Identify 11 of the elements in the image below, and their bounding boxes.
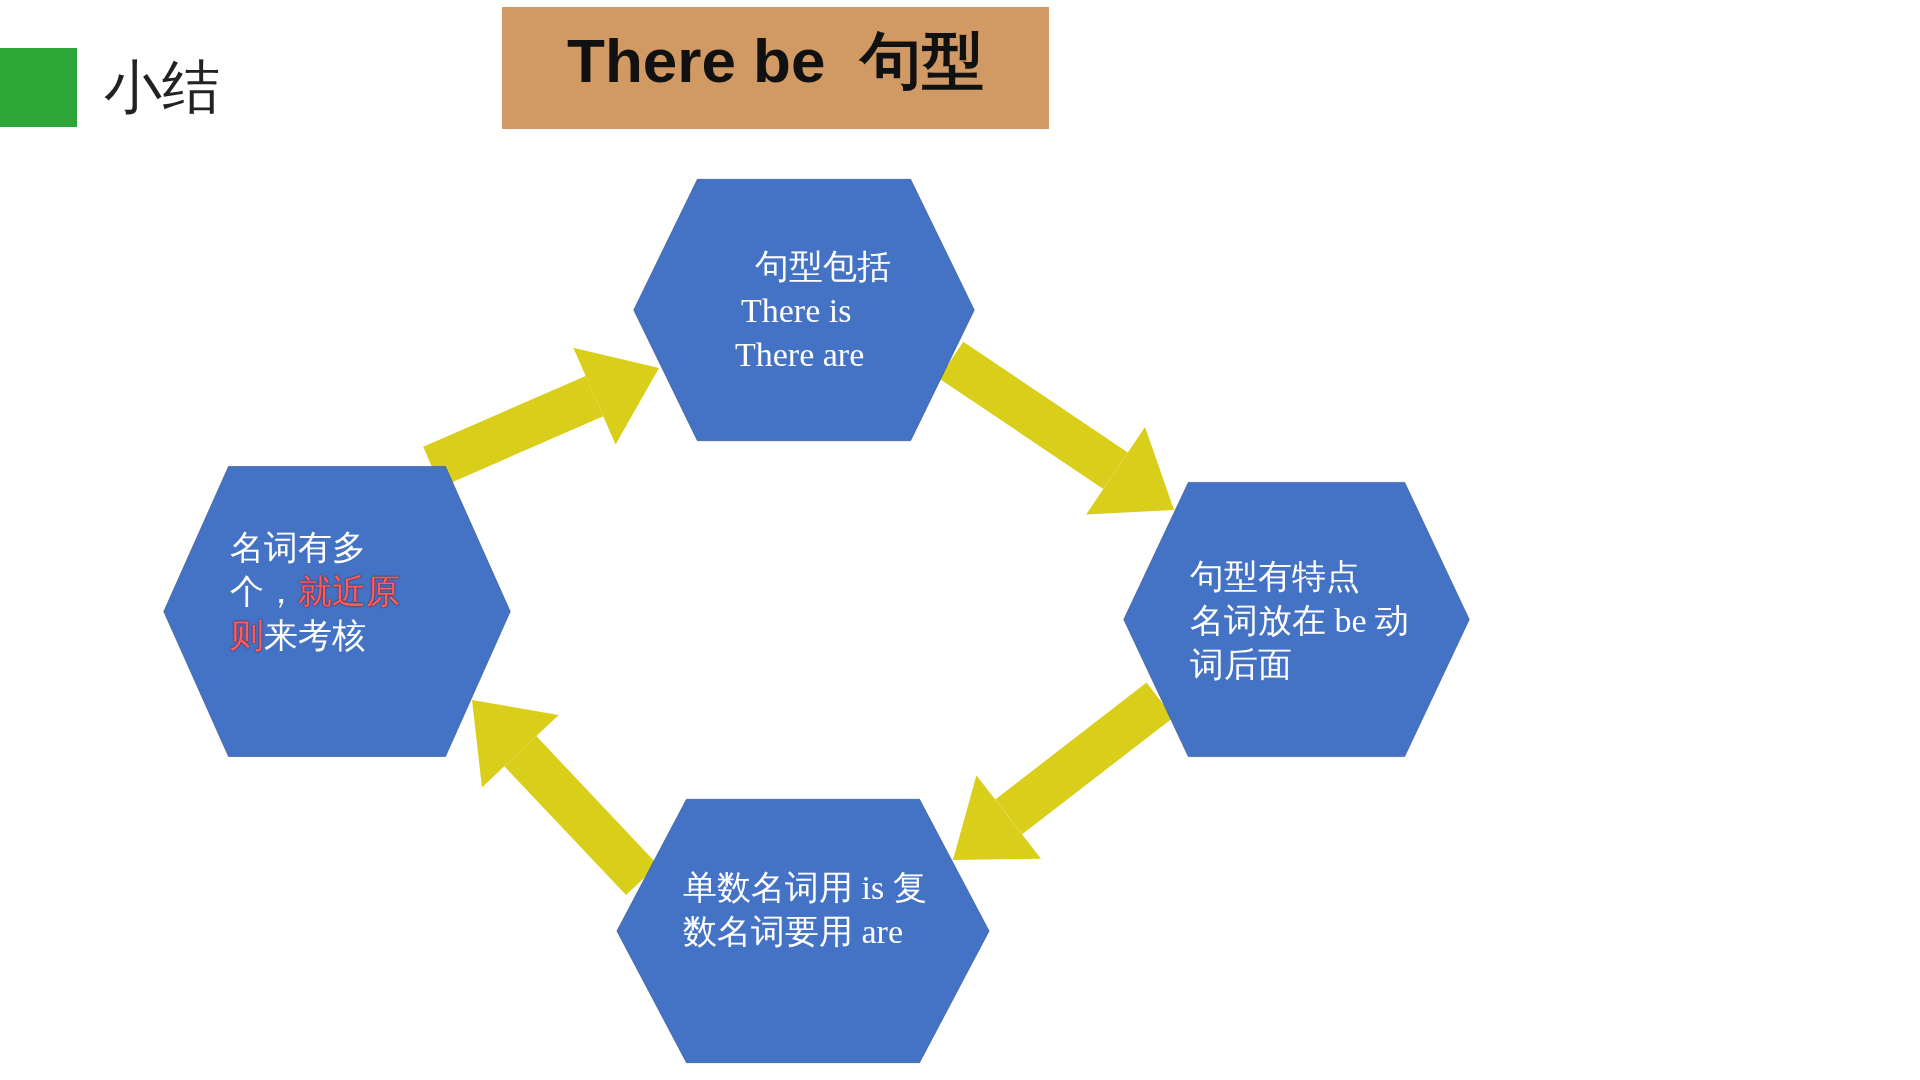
- block-arrow: [938, 341, 1174, 515]
- title-banner: There be 句型: [502, 7, 1049, 129]
- section-heading: 小结: [0, 48, 220, 127]
- hexagon-text: 句型包括 There is There are: [735, 247, 891, 375]
- hexagon-box: [615, 798, 991, 1064]
- hexagon-text: 句型有特点 名词放在 be 动词后面: [1190, 557, 1411, 685]
- hexagon-box: [632, 178, 976, 442]
- hexagon-text: 名词有多个，就近原则来考核: [230, 528, 401, 656]
- hexagon-box: [162, 465, 512, 758]
- hexagon-text: 单数名词用 is 复数名词要用 are: [683, 868, 928, 952]
- hexagon-box: [1122, 481, 1471, 758]
